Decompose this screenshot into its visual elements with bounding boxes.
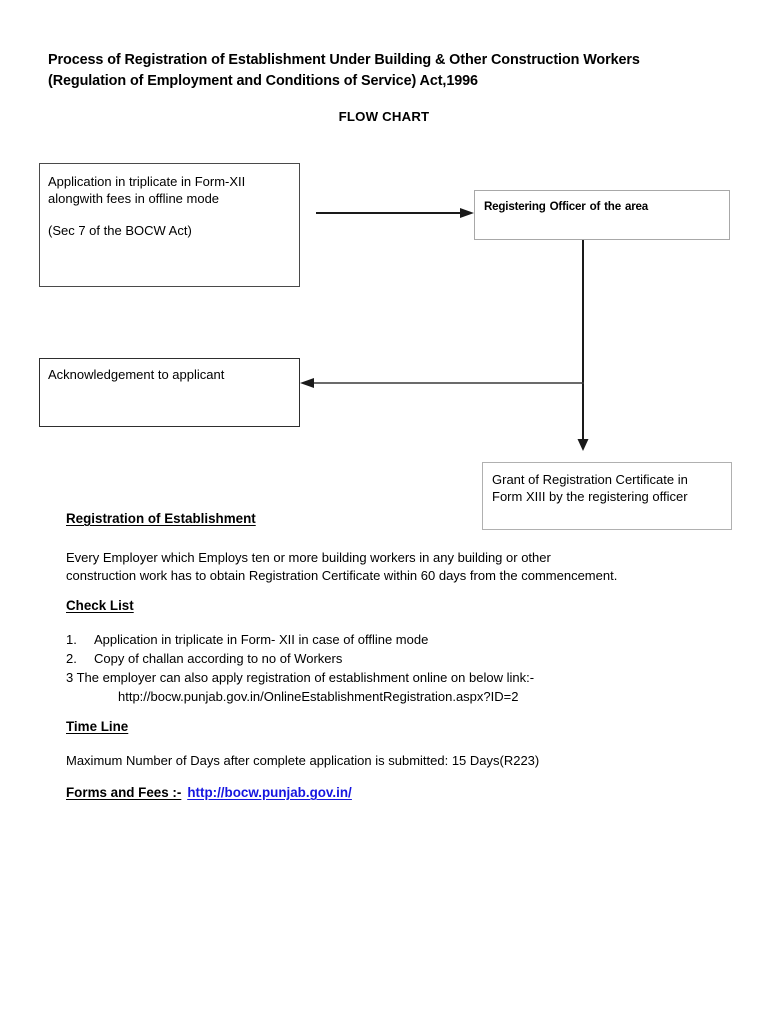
list-item: 3 The employer can also apply registrati… bbox=[66, 670, 535, 685]
list-item-number: 1. bbox=[66, 632, 77, 647]
flow-box-application-line3: (Sec 7 of the BOCW Act) bbox=[48, 223, 192, 238]
checklist-items: 1. Application in triplicate in Form- XI… bbox=[66, 630, 726, 706]
forms-and-fees-label: Forms and Fees :- bbox=[66, 785, 182, 800]
forms-and-fees-row: Forms and Fees :- http://bocw.punjab.gov.… bbox=[66, 785, 352, 800]
registration-paragraph-line1: Every Employer which Employs ten or more… bbox=[66, 550, 551, 565]
list-item-label: Copy of challan according to no of Worke… bbox=[94, 651, 343, 666]
list-item: 2. Copy of challan according to no of Wo… bbox=[66, 649, 726, 668]
flow-chart-subtitle: FLOW CHART bbox=[338, 109, 430, 124]
registration-paragraph: Every Employer which Employs ten or more… bbox=[66, 549, 726, 584]
flow-box-acknowledgement: Acknowledgement to applicant bbox=[39, 358, 300, 427]
list-item: 1. Application in triplicate in Form- XI… bbox=[66, 630, 726, 649]
flow-box-grant-certificate: Grant of Registration Certificate in For… bbox=[482, 462, 732, 530]
arrow-right-icon bbox=[316, 208, 474, 218]
registration-paragraph-line2: construction work has to obtain Registra… bbox=[66, 567, 618, 583]
forms-and-fees-link[interactable]: http://bocw.punjab.gov.in/ bbox=[187, 785, 352, 800]
timeline-paragraph: Maximum Number of Days after complete ap… bbox=[66, 753, 540, 768]
flow-box-registering-officer: Registering Officer of the area bbox=[474, 190, 730, 240]
flow-box-application-line1: Application in triplicate in Form-XII bbox=[48, 174, 246, 189]
list-item-label: Application in triplicate in Form- XII i… bbox=[94, 632, 429, 647]
flow-box-application: Application in triplicate in Form-XII al… bbox=[39, 163, 300, 287]
section-heading-registration: Registration of Establishment bbox=[66, 511, 256, 526]
section-heading-checklist: Check List bbox=[66, 598, 134, 613]
connector-vertical-line bbox=[582, 240, 584, 445]
section-heading-timeline: Time Line bbox=[66, 719, 129, 734]
list-item-number: 2. bbox=[66, 651, 77, 666]
flow-box-acknowledgement-line1: Acknowledgement to applicant bbox=[48, 367, 225, 382]
page-title: Process of Registration of Establishment… bbox=[48, 52, 640, 89]
flow-box-registering-officer-line1: Registering Officer of the area bbox=[484, 200, 649, 213]
arrow-left-icon bbox=[300, 378, 584, 388]
list-item-url: http://bocw.punjab.gov.in/OnlineEstablis… bbox=[118, 689, 519, 704]
arrow-down-icon bbox=[577, 439, 589, 451]
flow-box-grant-line2: Form XIII by the registering officer bbox=[492, 489, 688, 504]
flow-box-grant-line1: Grant of Registration Certificate in bbox=[492, 472, 688, 487]
flow-box-application-line2: alongwith fees in offline mode bbox=[48, 191, 220, 206]
